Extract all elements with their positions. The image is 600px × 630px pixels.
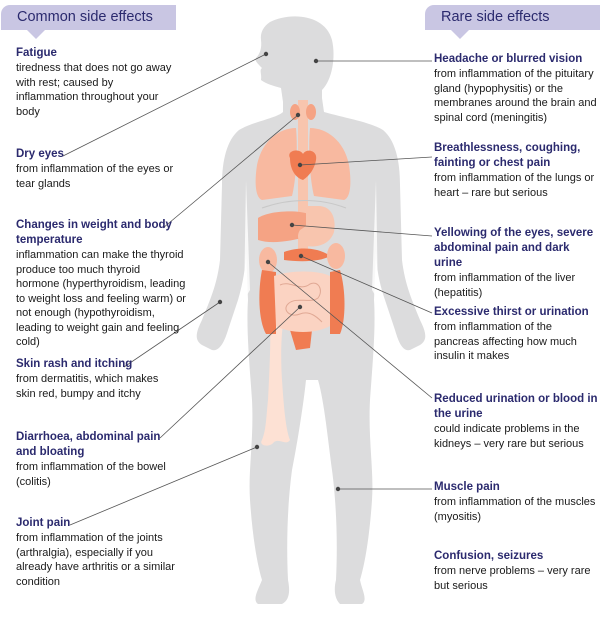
side-effect-desc: from dermatitis, which makes skin red, b… [16,373,159,400]
common-side-effects-header: Common side effects [1,5,176,39]
side-effect-yellowing: Yellowing of the eyes, severe abdominal … [434,226,599,300]
leader-lines [62,53,433,526]
side-effect-reduced-urination: Reduced urination or blood in the urine … [434,392,599,451]
side-effect-desc: from inflammation of the eyes or tear gl… [16,163,174,190]
side-effect-title: Breathlessness, coughing, fainting or ch… [434,142,581,169]
body-silhouette [196,16,426,604]
side-effect-desc: from inflammation of the pancreas affect… [434,321,577,362]
side-effect-weight-temperature: Changes in weight and body temperature i… [16,218,186,350]
leader-dots [217,51,341,492]
side-effect-title: Fatigue [16,47,57,59]
side-effect-title: Joint pain [16,517,71,529]
rare-side-effects-header: Rare side effects [425,5,600,39]
side-effect-breathlessness: Breathlessness, coughing, fainting or ch… [434,141,599,200]
side-effect-muscle-pain: Muscle pain from inflammation of the mus… [434,480,599,524]
side-effect-desc: could indicate problems in the kidneys –… [434,423,584,450]
side-effect-title: Excessive thirst or urination [434,306,589,318]
side-effect-title: Yellowing of the eyes, severe abdominal … [434,227,594,269]
side-effect-title: Muscle pain [434,481,500,493]
side-effect-excessive-thirst: Excessive thirst or urination from infla… [434,305,599,364]
side-effect-joint-pain: Joint pain from inflammation of the join… [16,516,176,589]
side-effect-desc: from inflammation of the joints (arthral… [16,532,175,588]
side-effect-fatigue: Fatigue tiredness that does not go away … [16,46,176,119]
side-effect-desc: from inflammation of the muscles (myosit… [434,496,596,523]
side-effect-diarrhoea: Diarrhoea, abdominal pain and bloating f… [16,430,176,489]
side-effect-title: Reduced urination or blood in the urine [434,393,598,420]
side-effect-title: Changes in weight and body temperature [16,219,172,246]
side-effect-title: Dry eyes [16,148,64,160]
side-effect-desc: from nerve problems – very rare but seri… [434,565,591,592]
side-effect-headache: Headache or blurred vision from inflamma… [434,52,599,125]
side-effect-desc: from inflammation of the liver (hepatiti… [434,272,576,299]
side-effect-desc: from inflammation of the lungs or heart … [434,172,595,199]
side-effect-dry-eyes: Dry eyes from inflammation of the eyes o… [16,147,176,191]
side-effect-confusion: Confusion, seizures from nerve problems … [434,549,599,593]
side-effect-desc: from inflammation of the pituitary gland… [434,68,597,124]
side-effect-desc: from inflammation of the bowel (colitis) [16,461,166,488]
side-effect-title: Headache or blurred vision [434,53,583,65]
side-effect-desc: inflammation can make the thyroid produc… [16,249,186,348]
side-effect-title: Skin rash and itching [16,358,133,370]
side-effect-skin-rash: Skin rash and itching from dermatitis, w… [16,357,176,401]
side-effect-desc: tiredness that does not go away with res… [16,62,172,118]
side-effect-title: Confusion, seizures [434,550,544,562]
side-effect-title: Diarrhoea, abdominal pain and bloating [16,431,161,458]
